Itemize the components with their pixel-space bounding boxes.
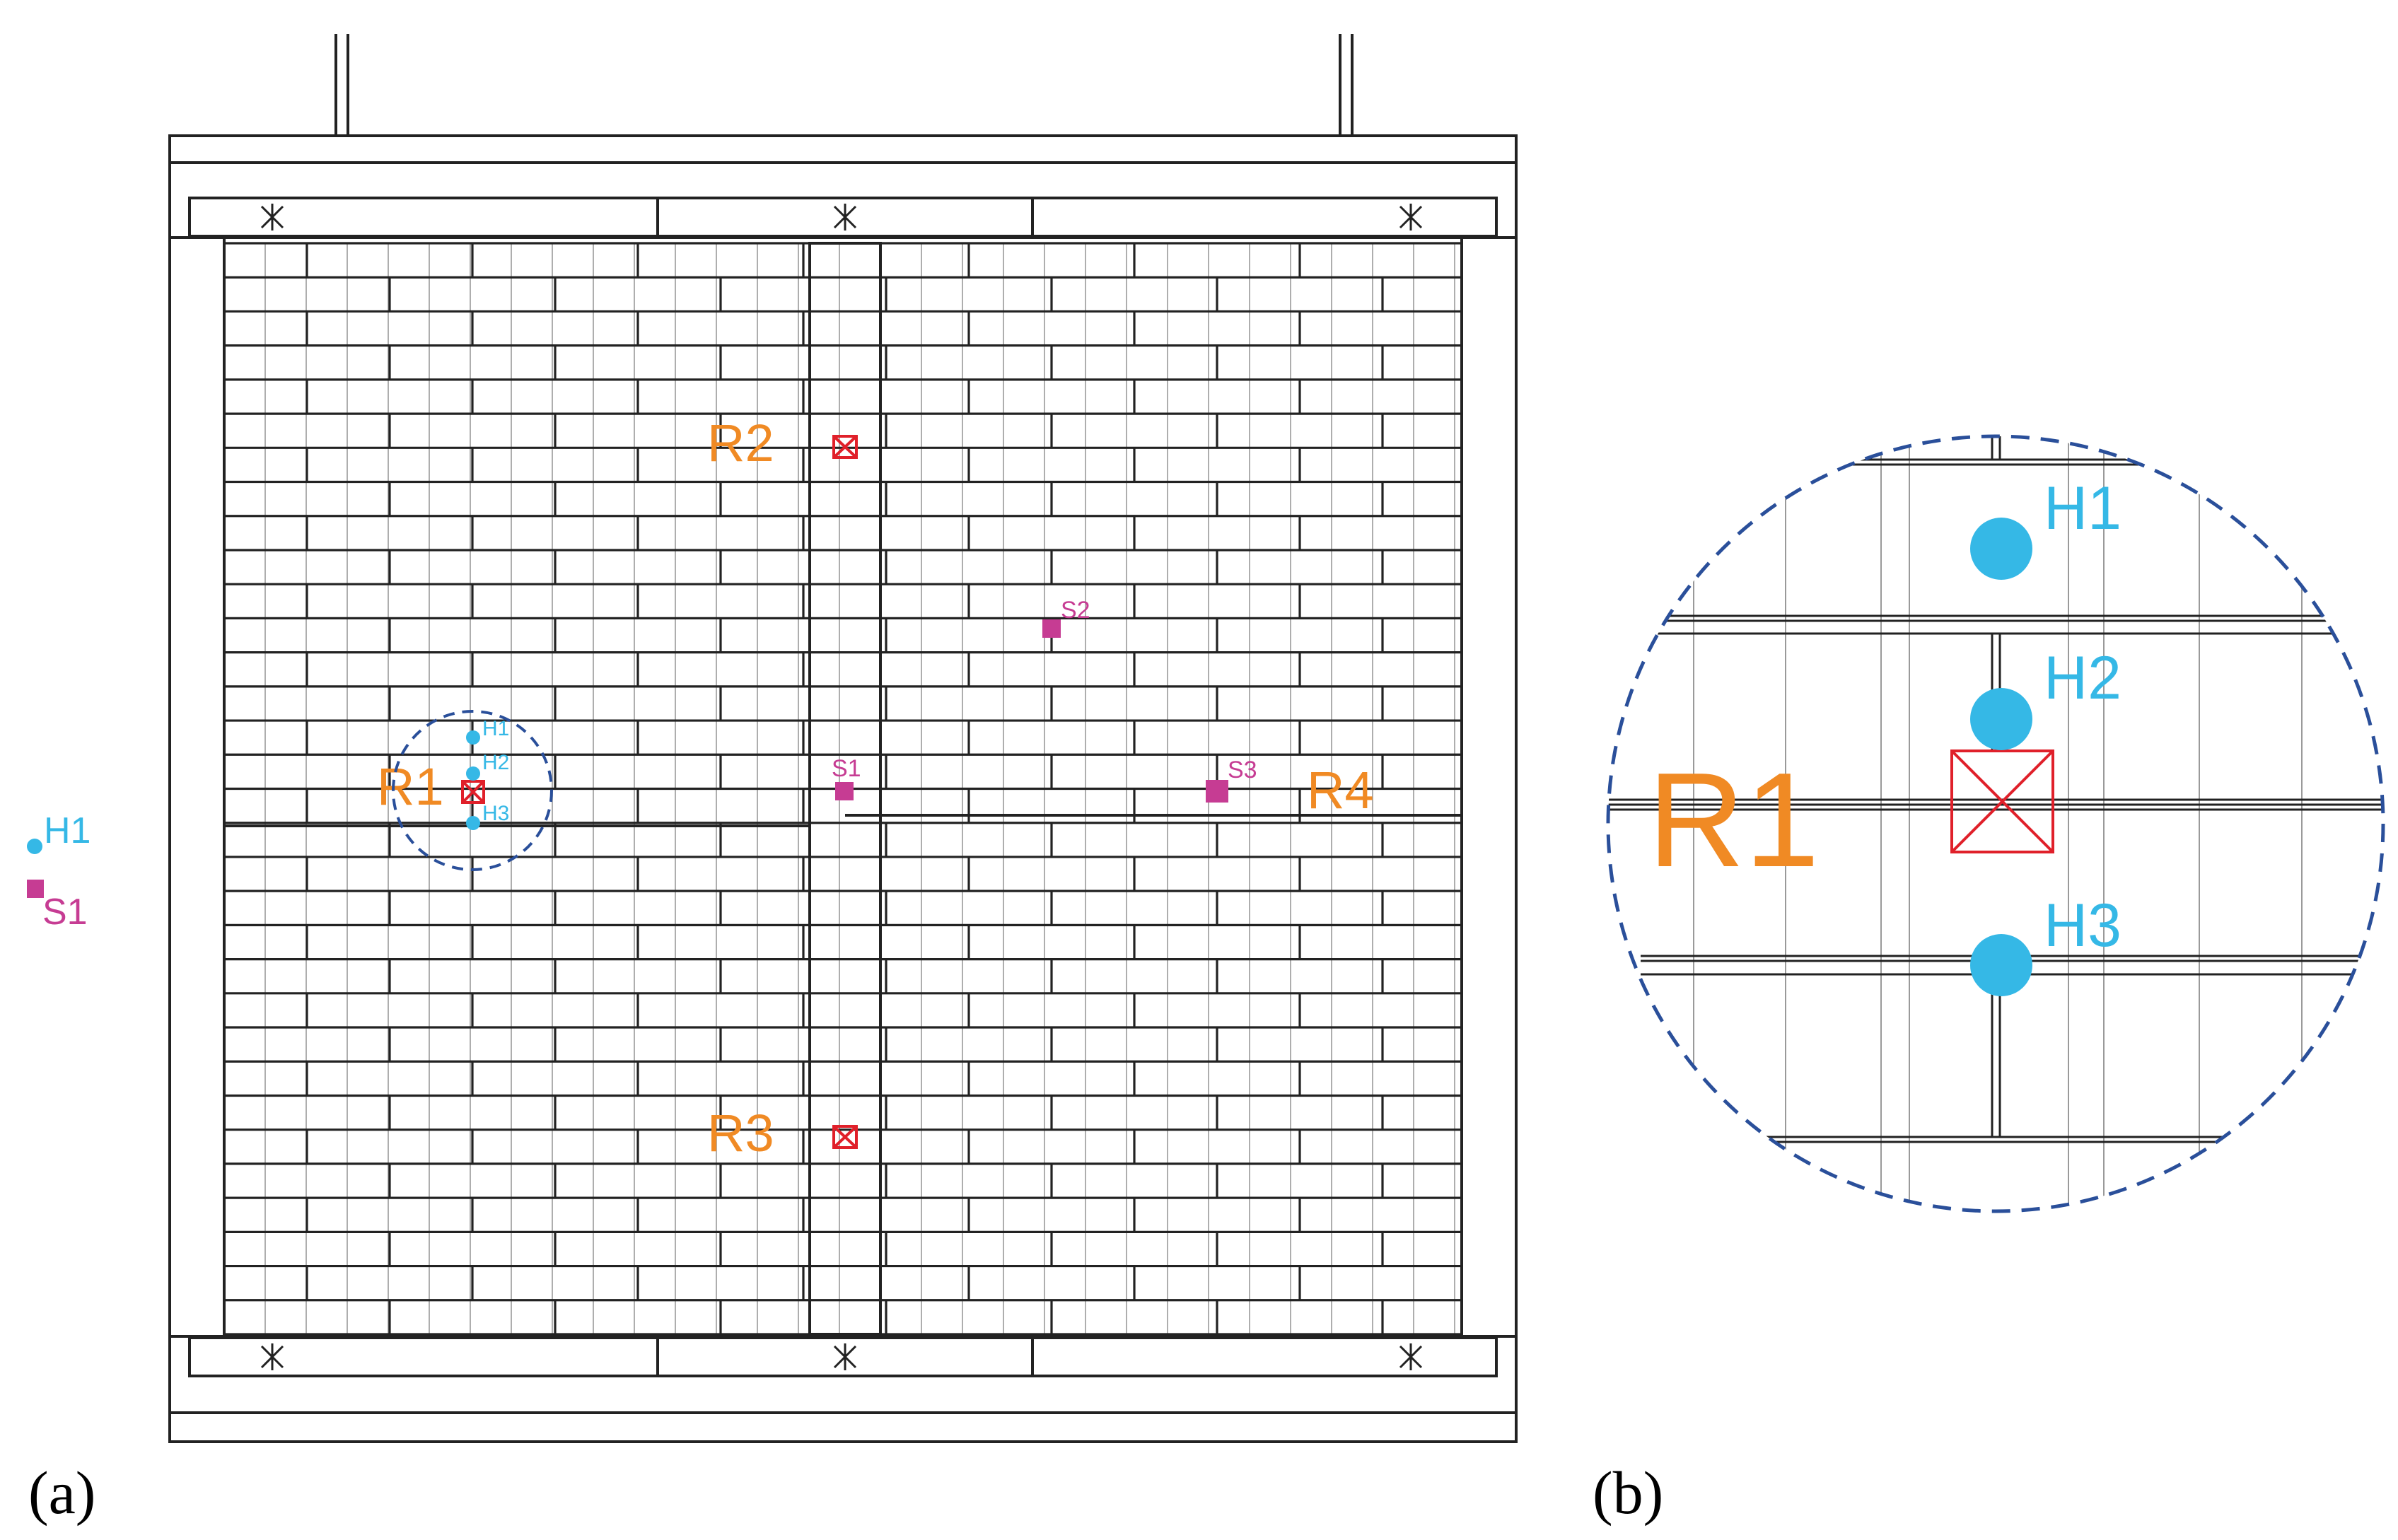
region-marker-r2 — [832, 435, 858, 459]
region-label-r3: R3 — [707, 1104, 774, 1162]
heat-sensor-h3 — [466, 816, 480, 830]
heat-sensor-h2 — [466, 766, 480, 781]
detail-heat-sensor-h1 — [1970, 518, 2032, 580]
region-label-r2: R2 — [707, 414, 774, 472]
surface-sensor-s3 — [1206, 780, 1228, 803]
sensor-label-s2: S2 — [1061, 597, 1090, 624]
detail-heat-sensor-h2 — [1970, 688, 2032, 750]
region-label-r4: R4 — [1307, 761, 1374, 819]
legend-heat-flux-icon — [27, 839, 42, 854]
detail-label-h3: H3 — [2044, 892, 2121, 959]
detail-region-marker — [1950, 749, 2054, 853]
sensor-label-h3: H3 — [482, 802, 509, 825]
detail-label-h1: H1 — [2044, 474, 2121, 542]
anchor-icons — [260, 204, 1423, 1370]
region-marker-r1 — [461, 780, 485, 804]
sensor-label-h2: H2 — [482, 751, 509, 774]
surface-sensor-s2 — [1042, 619, 1061, 638]
sensor-label-s1: S1 — [832, 755, 861, 782]
suspension-rods — [334, 34, 1354, 136]
panel-a: R1 R2 R3 R4 S1 S2 S3 H1 H2 H3 H1 S1 (a) — [27, 34, 1518, 1527]
legend-heat-flux-label: H1 — [44, 810, 91, 851]
heat-sensor-h1 — [466, 730, 480, 745]
detail-heat-sensor-h3 — [1970, 934, 2032, 996]
bottom-beam — [188, 1336, 1498, 1377]
legend: H1 S1 — [27, 810, 91, 933]
detail-circle-large — [1606, 434, 2385, 1213]
legend-surface-label: S1 — [42, 892, 88, 933]
surface-sensor-s1 — [835, 782, 854, 800]
top-beam — [188, 197, 1498, 238]
panel-b: R1 H1 H2 H3 (b) — [1593, 434, 2385, 1527]
center-column — [808, 242, 1462, 1336]
region-marker-r3 — [832, 1125, 858, 1149]
detail-region-label: R1 — [1648, 745, 1820, 895]
region-label-r1: R1 — [377, 757, 444, 816]
detail-label-h2: H2 — [2044, 644, 2121, 712]
legend-surface-icon — [27, 880, 44, 898]
detail-circle-small — [392, 710, 553, 871]
sensor-label-s3: S3 — [1228, 757, 1257, 783]
panel-label-a: (a) — [28, 1459, 95, 1527]
panel-label-b: (b) — [1593, 1459, 1663, 1527]
sensor-label-h1: H1 — [482, 717, 509, 740]
